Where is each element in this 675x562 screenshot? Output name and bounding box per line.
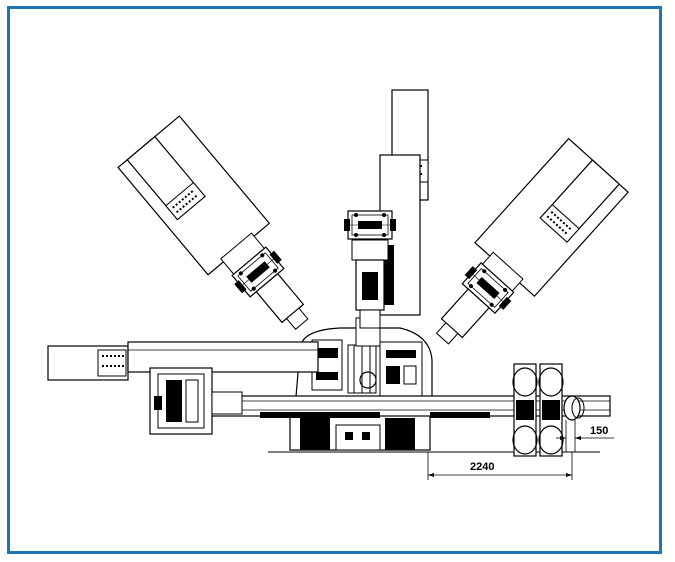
dimension-2240-label: 2240 (470, 461, 494, 473)
vertical-arm (343, 89, 429, 329)
dimension-150-label: 150 (590, 425, 608, 437)
dimension-150 (556, 420, 614, 452)
upper-left-arm (117, 115, 309, 330)
central-hub (294, 317, 433, 409)
right-rollers (512, 363, 585, 457)
drawing-frame (7, 6, 662, 554)
horizontal-rail (199, 395, 611, 418)
upper-right-arm (435, 137, 629, 345)
left-arm (47, 341, 319, 435)
dimension-2240 (427, 452, 573, 480)
